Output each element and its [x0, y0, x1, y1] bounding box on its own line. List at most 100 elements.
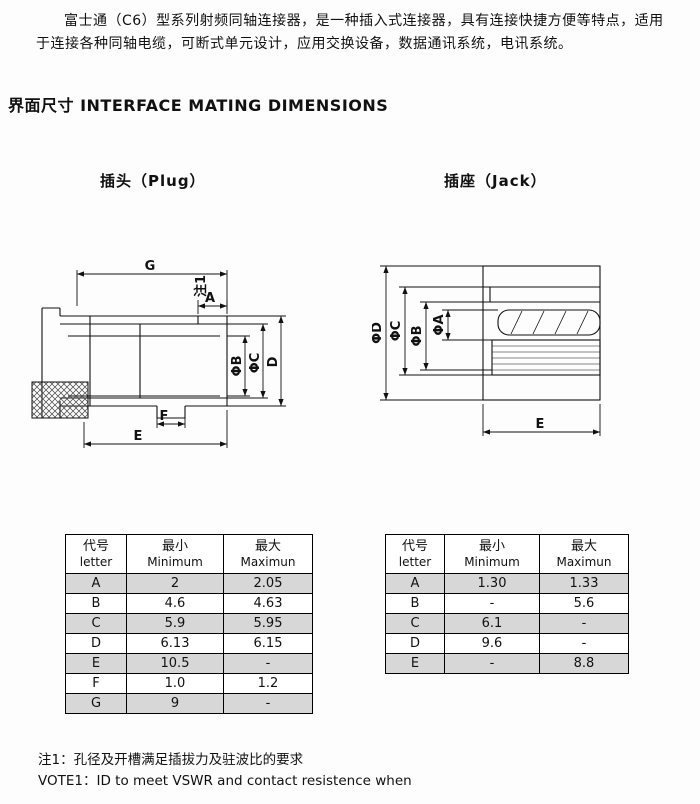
cell-letter: E	[65, 653, 127, 674]
cell-min: 2	[126, 573, 224, 594]
cell-letter: B	[385, 593, 445, 614]
cell-letter: C	[65, 613, 127, 634]
col-header-min-en: Minimum	[464, 555, 520, 569]
section-title: 界面尺寸 INTERFACE MATING DIMENSIONS	[8, 96, 389, 115]
table-row: B 4.6 4.63	[65, 593, 313, 614]
cell-max: 2.05	[223, 573, 313, 594]
dim-label-phi-c: ΦC	[389, 321, 404, 342]
table-row: C 5.9 5.95	[65, 613, 313, 634]
cell-min: 6.1	[444, 613, 540, 634]
dim-label-phi-c: ΦC	[248, 353, 263, 374]
cell-min: 6.13	[126, 633, 224, 654]
dim-label-phi-b: ΦB	[410, 326, 425, 347]
cell-max: 5.95	[223, 613, 313, 634]
table-row: E - 8.8	[385, 653, 629, 674]
dim-label-phi-b: ΦB	[230, 356, 245, 377]
col-header-letter-zh: 代号	[401, 539, 428, 554]
table-row: D 9.6 -	[385, 633, 629, 654]
cell-letter: E	[385, 653, 445, 674]
plug-hatch-block	[31, 381, 89, 419]
footnotes: 注1：孔径及开槽满足插拔力及驻波比的要求 VOTE1：ID to meet VS…	[38, 750, 412, 792]
col-header-letter-en: letter	[398, 555, 432, 569]
cell-letter: A	[65, 573, 127, 594]
intro-paragraph: 富士通（C6）型系列射频同轴连接器，是一种插入式连接器，具有连接快捷方便等特点，…	[36, 13, 664, 52]
col-header-max-zh: 最大	[254, 539, 281, 554]
plug-drawing-svg: G 注1 A ΦB ΦC D F E	[31, 259, 286, 448]
col-header-max-zh: 最大	[570, 539, 597, 554]
cell-max: -	[223, 693, 313, 714]
col-header-letter-zh: 代号	[82, 539, 109, 554]
cell-max: 8.8	[539, 653, 629, 674]
cell-min: -	[444, 593, 540, 614]
dim-label-e: E	[536, 417, 545, 432]
plug-dimensions-table: 代号 letter 最小 Minimum 最大 Maximun A 2 2.05…	[65, 534, 313, 714]
cell-min: 1.0	[126, 673, 224, 694]
dim-label-a: A	[205, 291, 215, 306]
table-header-row: 代号 letter 最小 Minimum 最大 Maximun	[385, 534, 629, 574]
table-row: F 1.0 1.2	[65, 673, 313, 694]
cell-min: -	[444, 653, 540, 674]
jack-drawing: ΦD ΦC ΦB ΦA E	[370, 252, 622, 451]
table-row: E 10.5 -	[65, 653, 313, 674]
table-row: C 6.1 -	[385, 613, 629, 634]
jack-dimensions-table: 代号 letter 最小 Minimum 最大 Maximun A 1.30 1…	[385, 534, 629, 674]
col-header-min: 最小 Minimum	[444, 534, 540, 574]
table-row: A 1.30 1.33	[385, 573, 629, 594]
col-header-letter-en: letter	[79, 555, 113, 569]
cell-min: 4.6	[126, 593, 224, 614]
cell-letter: G	[65, 693, 127, 714]
cell-max: -	[539, 613, 629, 634]
dim-label-phi-d: ΦD	[372, 322, 385, 344]
jack-body-outline	[482, 265, 601, 401]
cell-letter: B	[65, 593, 127, 614]
dim-label-phi-a: ΦA	[432, 314, 447, 335]
jack-dimension-labels: ΦD ΦC ΦB ΦA E	[370, 314, 545, 432]
dim-label-g: G	[145, 259, 156, 274]
table-row: D 6.13 6.15	[65, 633, 313, 654]
cell-min: 9	[126, 693, 224, 714]
plug-heading: 插头（Plug）	[100, 172, 206, 190]
jack-dimension-lines	[380, 265, 601, 436]
plug-dimension-lines	[76, 270, 286, 448]
col-header-letter: 代号 letter	[65, 534, 127, 574]
table-row: G 9 -	[65, 693, 313, 714]
cell-max: 6.15	[223, 633, 313, 654]
cell-max: -	[223, 653, 313, 674]
dim-label-f: F	[160, 409, 169, 424]
cell-letter: D	[385, 633, 445, 654]
dim-label-note1: 注1	[193, 275, 209, 297]
plug-drawing: G 注1 A ΦB ΦC D F E	[28, 246, 318, 462]
cell-min: 5.9	[126, 613, 224, 634]
jack-heading: 插座（Jack）	[444, 172, 547, 190]
cell-letter: F	[65, 673, 127, 694]
footnote-en: VOTE1：ID to meet VSWR and contact resist…	[38, 773, 412, 789]
plug-dimension-labels: G 注1 A ΦB ΦC D F E	[134, 259, 281, 444]
col-header-min-en: Minimum	[147, 555, 203, 569]
col-header-min-zh: 最小	[478, 539, 505, 554]
dim-label-d: D	[266, 356, 281, 367]
col-header-max: 最大 Maximun	[223, 534, 313, 574]
cell-max: -	[539, 633, 629, 654]
cell-min: 9.6	[444, 633, 540, 654]
col-header-max: 最大 Maximun	[539, 534, 629, 574]
col-header-min: 最小 Minimum	[126, 534, 224, 574]
footnote-zh: 注1：孔径及开槽满足插拔力及驻波比的要求	[38, 752, 304, 768]
dim-label-e: E	[134, 429, 143, 444]
col-header-min-zh: 最小	[161, 539, 188, 554]
cell-max: 1.2	[223, 673, 313, 694]
cell-min: 10.5	[126, 653, 224, 674]
table-row: A 2 2.05	[65, 573, 313, 594]
jack-drawing-svg: ΦD ΦC ΦB ΦA E	[370, 265, 601, 436]
col-header-max-en: Maximun	[556, 555, 612, 569]
cell-letter: D	[65, 633, 127, 654]
table-row: B - 5.6	[385, 593, 629, 614]
cell-letter: A	[385, 573, 445, 594]
cell-min: 1.30	[444, 573, 540, 594]
col-header-letter: 代号 letter	[385, 534, 445, 574]
table-header-row: 代号 letter 最小 Minimum 最大 Maximun	[65, 534, 313, 574]
col-header-max-en: Maximun	[240, 555, 296, 569]
cell-max: 5.6	[539, 593, 629, 614]
cell-max: 4.63	[223, 593, 313, 614]
cell-letter: C	[385, 613, 445, 634]
